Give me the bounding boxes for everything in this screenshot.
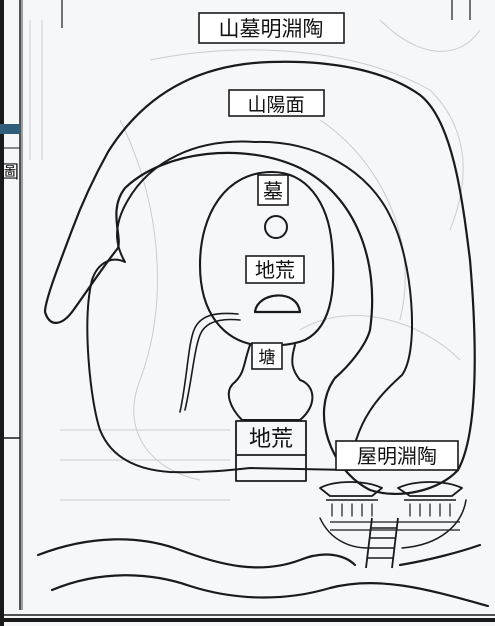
bottom-frame	[0, 614, 495, 622]
upper-land-text: 地荒	[255, 258, 295, 282]
bleed-through	[29, 19, 481, 501]
top-frame	[61, 0, 471, 28]
binding-mark	[0, 124, 20, 134]
ladder-steps	[365, 517, 399, 569]
label-house: 屋明淵陶	[335, 440, 459, 471]
pond-text: 塘	[259, 348, 276, 368]
outer-hill-ridge	[43, 60, 476, 495]
label-upper-land: 地荒	[245, 255, 305, 284]
waterway	[179, 312, 241, 413]
altar-half-moon	[253, 294, 302, 314]
hill-face-text: 山陽面	[247, 94, 304, 116]
tomb-circle	[264, 215, 288, 239]
label-title: 山墓明淵陶	[198, 12, 345, 44]
label-pond: 塘	[251, 342, 283, 370]
label-tomb: 墓	[257, 174, 289, 206]
edge-glyph: 圖	[1, 162, 19, 183]
river	[36, 538, 490, 608]
inner-hill-ridge	[86, 140, 414, 474]
page-edge: 圖	[0, 0, 23, 626]
label-hill-face: 山陽面	[228, 89, 325, 117]
tomb-text: 墓	[263, 179, 283, 203]
pond-neck	[227, 344, 314, 421]
house-building	[319, 481, 467, 549]
lower-land-text: 地荒	[249, 427, 293, 452]
house-text: 屋明淵陶	[357, 444, 437, 468]
lower-land-box	[235, 420, 307, 482]
map-title: 山墓明淵陶	[219, 17, 324, 41]
